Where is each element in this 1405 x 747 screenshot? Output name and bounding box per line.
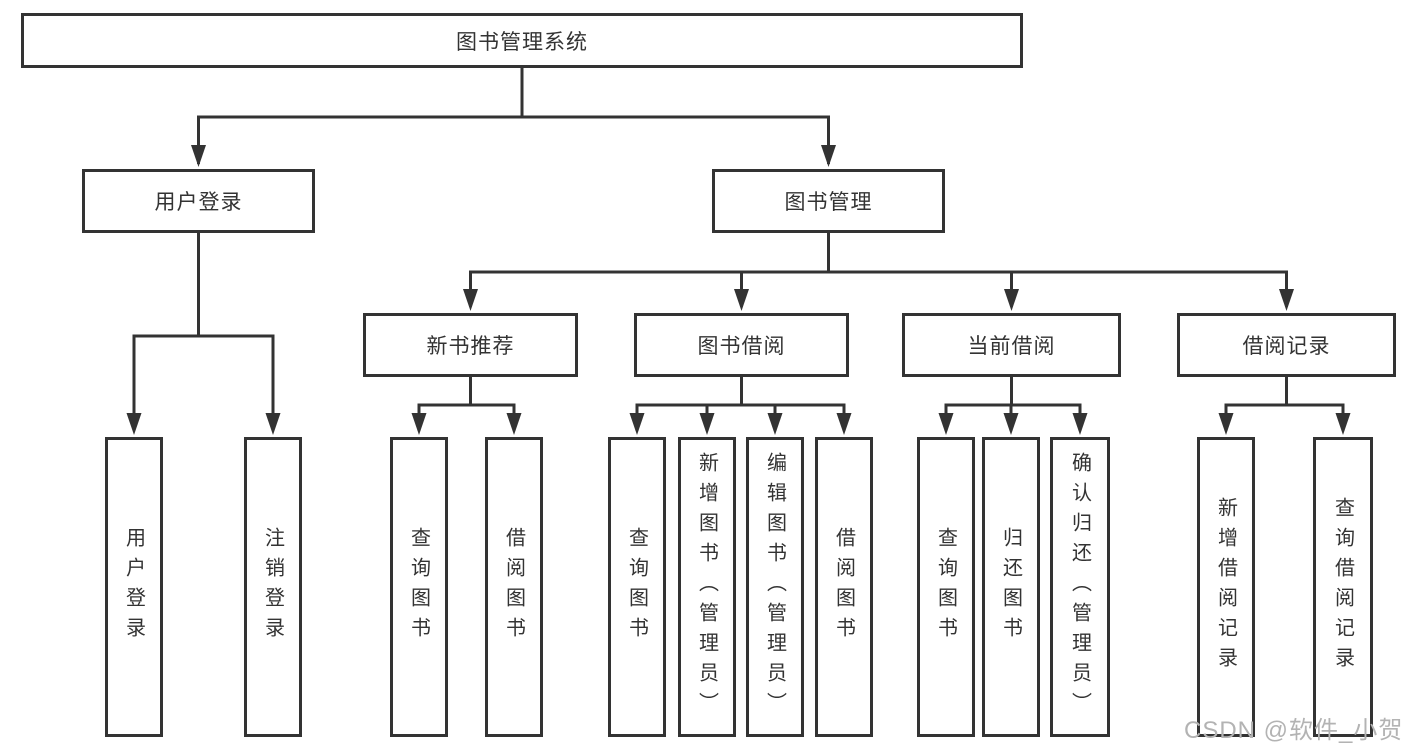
leaf-bb-add-books-admin: 新增图书（管理员）	[678, 437, 736, 737]
node-book-management: 图书管理	[712, 169, 945, 233]
node-user-login: 用户登录	[82, 169, 315, 233]
node-current-borrowing-label: 当前借阅	[967, 335, 1056, 358]
leaf-br-add-record-label: 新增借阅记录	[1214, 497, 1237, 677]
leaf-bb-query-books-label: 查询图书	[625, 527, 648, 647]
leaf-nbr-query-books-label: 查询图书	[407, 527, 430, 647]
node-borrowing-records-label: 借阅记录	[1242, 335, 1331, 358]
node-book-borrowing-label: 图书借阅	[697, 335, 786, 358]
leaf-cb-query-books-label: 查询图书	[934, 527, 957, 647]
leaf-bb-edit-books-admin-label: 编辑图书（管理员）	[763, 452, 786, 722]
leaf-bb-borrow-books-label: 借阅图书	[832, 527, 855, 647]
leaf-user-login: 用户登录	[105, 437, 163, 737]
leaf-cb-confirm-return-admin: 确认归还（管理员）	[1050, 437, 1110, 737]
leaf-bb-edit-books-admin: 编辑图书（管理员）	[746, 437, 804, 737]
node-book-borrowing: 图书借阅	[634, 313, 849, 377]
leaf-cb-query-books: 查询图书	[917, 437, 975, 737]
node-book-management-label: 图书管理	[784, 191, 873, 214]
node-user-login-label: 用户登录	[154, 191, 243, 214]
leaf-cb-return-books-label: 归还图书	[999, 527, 1022, 647]
node-current-borrowing: 当前借阅	[902, 313, 1121, 377]
leaf-br-query-record: 查询借阅记录	[1313, 437, 1373, 737]
leaf-cb-return-books: 归还图书	[982, 437, 1040, 737]
leaf-bb-query-books: 查询图书	[608, 437, 666, 737]
leaf-logout: 注销登录	[244, 437, 302, 737]
leaf-bb-borrow-books: 借阅图书	[815, 437, 873, 737]
node-new-book-recommendation: 新书推荐	[363, 313, 578, 377]
csdn-watermark: CSDN @软件_小贺同学	[1184, 717, 1405, 744]
node-root-label: 图书管理系统	[456, 30, 588, 54]
node-borrowing-records: 借阅记录	[1177, 313, 1396, 377]
leaf-logout-label: 注销登录	[261, 527, 284, 647]
node-new-book-recommendation-label: 新书推荐	[426, 335, 515, 358]
node-root: 图书管理系统	[21, 13, 1023, 68]
leaf-bb-add-books-admin-label: 新增图书（管理员）	[695, 452, 718, 722]
leaf-cb-confirm-return-admin-label: 确认归还（管理员）	[1068, 452, 1091, 722]
leaf-user-login-label: 用户登录	[122, 527, 145, 647]
leaf-br-query-record-label: 查询借阅记录	[1331, 497, 1354, 677]
leaf-br-add-record: 新增借阅记录	[1197, 437, 1255, 737]
leaf-nbr-borrow-books-label: 借阅图书	[502, 527, 525, 647]
leaf-nbr-borrow-books: 借阅图书	[485, 437, 543, 737]
leaf-nbr-query-books: 查询图书	[390, 437, 448, 737]
